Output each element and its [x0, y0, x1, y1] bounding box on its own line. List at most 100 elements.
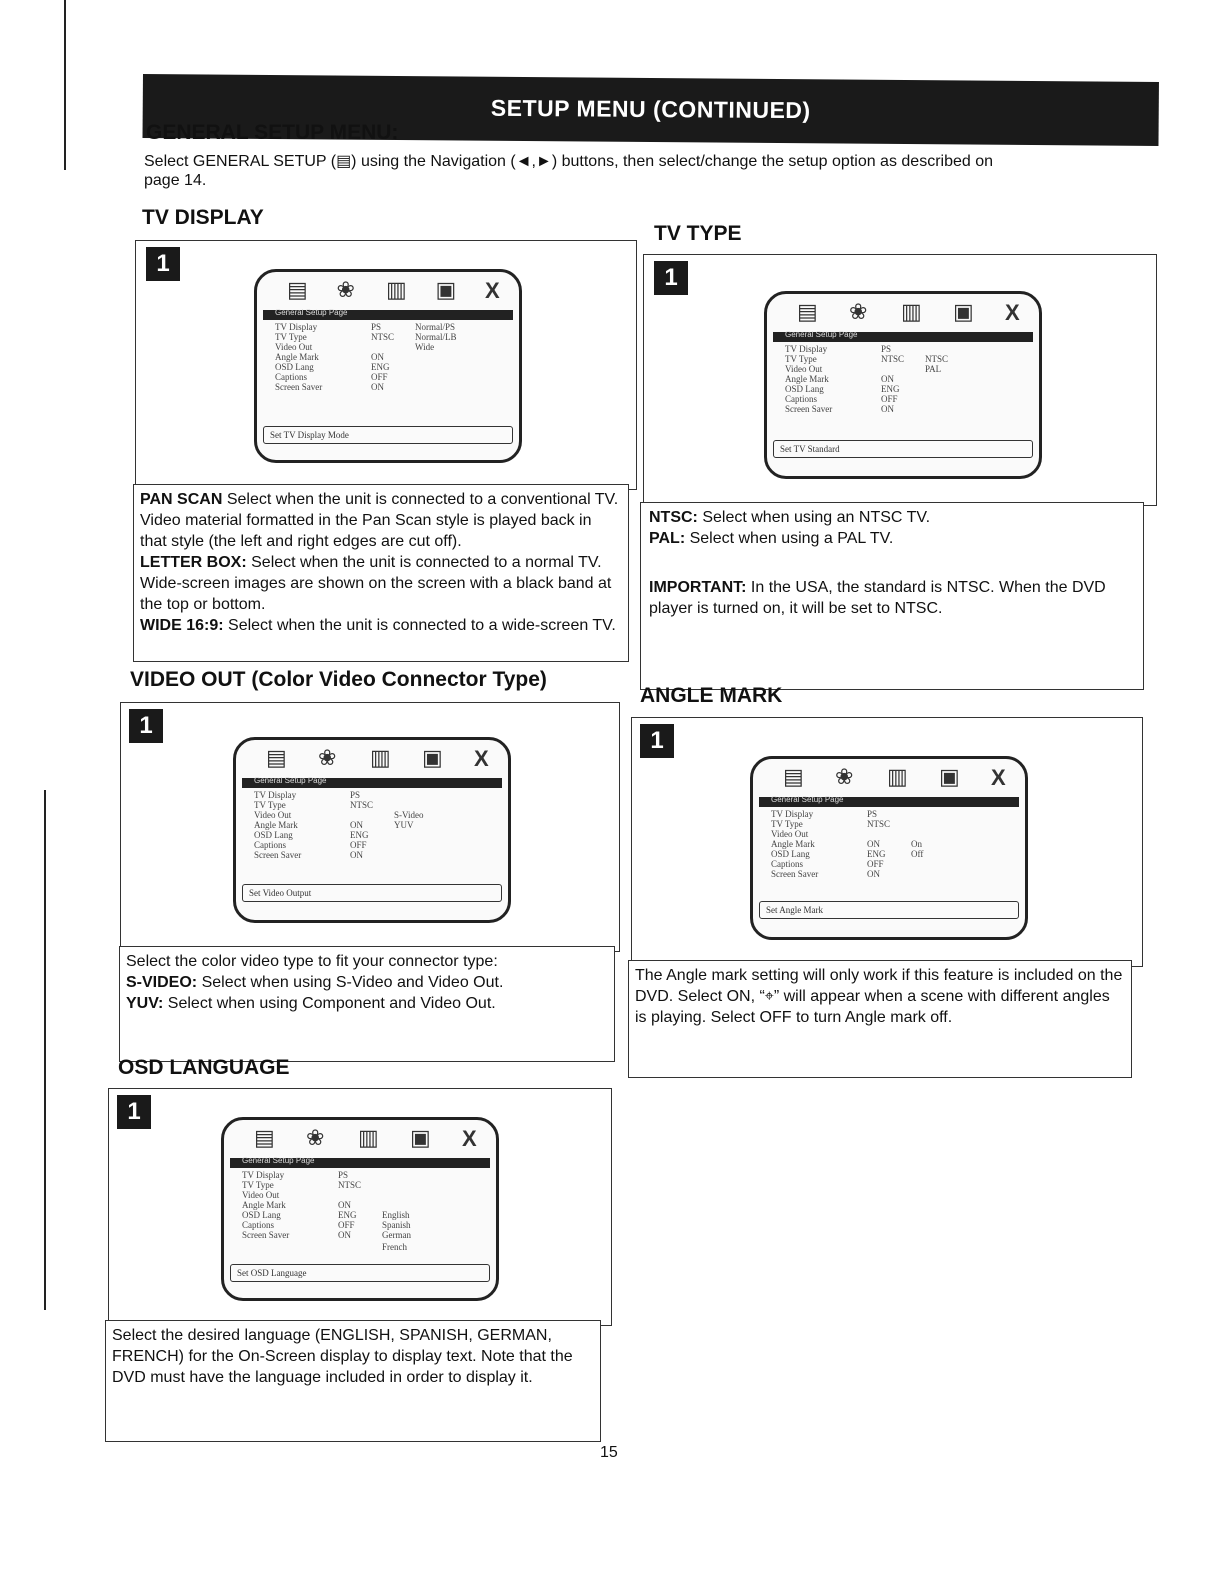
menu-row-value: PS	[350, 790, 361, 800]
menu-row-label: TV Type	[275, 332, 307, 342]
desc-body: Select when the unit is connected to a w…	[223, 617, 616, 634]
menu-bar-label: General Setup Page	[785, 330, 858, 339]
menu-row-value: OFF	[338, 1220, 355, 1230]
osd-language-title: OSD LANGUAGE	[118, 1056, 290, 1079]
menu-row-label: Screen Saver	[275, 382, 323, 392]
menu-row-value: ENG	[867, 849, 886, 859]
menu-bar-label: General Setup Page	[275, 308, 348, 317]
menu-row-label: Captions	[242, 1220, 275, 1230]
menu-row-option	[911, 829, 923, 839]
menu-row[interactable]: Video Out	[771, 829, 923, 839]
tv-icon: ▤	[783, 765, 804, 790]
menu-row-value	[881, 364, 925, 374]
menu-row-label: Screen Saver	[785, 404, 833, 414]
intro-text: Select GENERAL SETUP (▤) using the Navig…	[144, 152, 1144, 190]
tv-type-description: NTSC: Select when using an NTSC TV.PAL: …	[640, 502, 1144, 690]
desc-paragraph: NTSC: Select when using an NTSC TV.	[649, 507, 1137, 528]
desc-label: IMPORTANT:	[649, 579, 747, 596]
page-heading: GENERAL SETUP MENU:	[146, 121, 399, 144]
menu-row-label: TV Display	[242, 1170, 285, 1180]
menu-row-value: ON	[350, 820, 363, 830]
speaker-icon: ❀	[318, 746, 337, 771]
desc-label: NTSC:	[649, 509, 698, 526]
menu-row-label: Angle Mark	[254, 820, 298, 830]
close-icon: X	[991, 765, 1006, 790]
speaker-icon: ❀	[835, 765, 854, 790]
step-badge: 1	[117, 1095, 151, 1129]
menu-row[interactable]: Screen Saver ON	[785, 404, 948, 414]
menu-row-value: ON	[881, 404, 894, 414]
margin-rule-bottom	[44, 790, 46, 1310]
menu-row-label: Screen Saver	[254, 850, 302, 860]
desc-body: The Angle mark setting will only work if…	[635, 967, 1123, 1026]
desc-label: WIDE 16:9:	[140, 617, 224, 634]
menu-footer: Set OSD Language	[230, 1264, 490, 1282]
menu-row-value	[338, 1190, 382, 1200]
tv-icon: ▤	[287, 278, 308, 303]
menu-row-label: Screen Saver	[771, 869, 819, 879]
tv-display-title: TV DISPLAY	[142, 206, 264, 229]
menu-row-value: NTSC	[867, 819, 891, 829]
desc-paragraph: LETTER BOX: Select when the unit is conn…	[140, 552, 620, 615]
menu-row-option	[382, 1180, 411, 1190]
menu-row-label: Captions	[785, 394, 818, 404]
menu-row-option	[415, 362, 457, 372]
menu-bar-label: General Setup Page	[254, 776, 327, 785]
menu-row-label: Video Out	[242, 1190, 280, 1200]
menu-row[interactable]: Video Out	[242, 1190, 411, 1200]
menu-row-value: NTSC	[338, 1180, 362, 1190]
video-out-title: VIDEO OUT (Color Video Connector Type)	[130, 668, 547, 691]
extra-option: French	[382, 1242, 407, 1252]
menu-row-label: TV Type	[771, 819, 803, 829]
film-icon: ▥	[386, 278, 407, 303]
osd-language-desc-text: Select the desired language (ENGLISH, SP…	[112, 1325, 594, 1388]
menu-row-value: ENG	[338, 1210, 357, 1220]
menu-row[interactable]: TV Type NTSC	[771, 819, 923, 829]
menu-row-option: Wide	[415, 342, 435, 352]
menu-row-value: ON	[338, 1200, 351, 1210]
speaker-icon: ❀	[849, 300, 868, 325]
menu-row-label: Angle Mark	[785, 374, 829, 384]
menu-row-label: TV Display	[771, 809, 814, 819]
menu-row-option: NTSC	[925, 354, 949, 364]
menu-row-option	[925, 394, 948, 404]
